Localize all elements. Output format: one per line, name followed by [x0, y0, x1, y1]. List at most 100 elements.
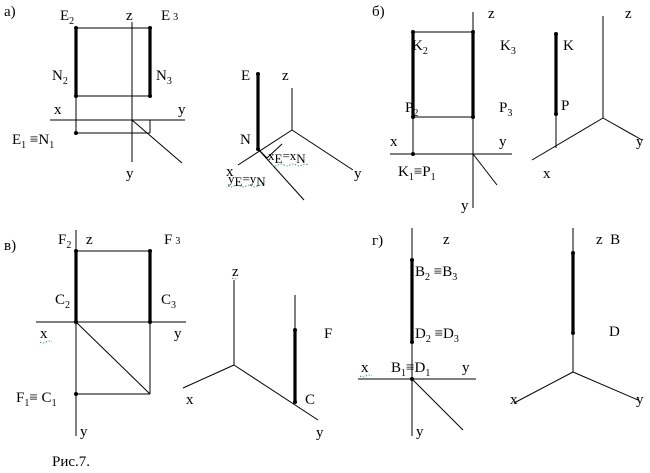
- label-x: x: [186, 392, 194, 408]
- label-F: F: [324, 326, 332, 342]
- spellcheck-underline: [271, 163, 309, 167]
- y-axis: [602, 117, 643, 141]
- panel-b: б) z K2 K3 P2 P3 x y K1≡P1 y: [372, 4, 644, 214]
- label-E2: E2: [60, 8, 74, 27]
- spellcheck-underline: [227, 184, 265, 188]
- label-xE-eq-xN: xE=xN: [268, 148, 306, 166]
- y-axis: [572, 371, 639, 401]
- panel-a-axonometric: E z N xE=xN x yE=yN y: [226, 68, 362, 201]
- point-B: [571, 251, 575, 255]
- panel-a-label: а): [4, 4, 16, 20]
- point-P3: [471, 115, 475, 119]
- panel-g-axonometric: z B D x y: [510, 228, 644, 408]
- label-z-B: z B: [596, 232, 620, 248]
- fold-line: [131, 119, 183, 164]
- label-F1C1: F1≡ C1: [16, 390, 57, 409]
- spellcheck-underline: [231, 277, 239, 280]
- label-y: y: [636, 134, 644, 150]
- label-z: z: [488, 6, 495, 22]
- label-x: x: [361, 360, 369, 376]
- label-y: y: [316, 425, 324, 441]
- point-E1N1: [74, 131, 78, 135]
- label-z: z: [443, 232, 450, 248]
- label-x: x: [510, 392, 518, 408]
- label-F2: F2: [58, 232, 71, 251]
- label-z: z: [86, 232, 93, 248]
- fold-line: [472, 153, 498, 186]
- point-N2: [74, 94, 78, 98]
- fold-line: [411, 378, 464, 431]
- point-K1P1: [411, 152, 415, 156]
- label-B2B3: B2 ≡B3: [415, 264, 457, 283]
- label-z: z: [232, 264, 239, 280]
- point-P2: [411, 115, 415, 119]
- label-x: x: [390, 134, 398, 150]
- point-E2: [74, 26, 78, 30]
- label-y: y: [354, 166, 362, 182]
- label-yE-eq-yN: yE=yN: [228, 171, 266, 189]
- panel-b-label: б): [372, 4, 385, 20]
- label-y-horizontal: y: [174, 326, 182, 342]
- point-P: [554, 112, 558, 116]
- panel-b-axonometric: z K P y x: [531, 6, 644, 182]
- point-E: [256, 72, 260, 76]
- point-C3: [148, 320, 152, 324]
- x-axis: [531, 117, 604, 161]
- panel-g-label: г): [372, 233, 383, 249]
- label-P2: P2: [405, 100, 418, 119]
- point-D: [571, 331, 575, 335]
- panel-v-label: в): [4, 238, 16, 254]
- label-K: K: [563, 38, 574, 54]
- point-F2: [74, 249, 78, 253]
- point-C2: [74, 320, 78, 324]
- panel-g-orthographic: z B2 ≡B3 D2 ≡D3 x B1≡D1 y y: [358, 228, 476, 440]
- point-N: [256, 147, 260, 151]
- y-axis: [233, 364, 319, 421]
- label-K3: K3: [500, 38, 516, 57]
- label-z: z: [126, 8, 133, 24]
- x-axis: [237, 129, 293, 166]
- panel-v-axonometric: z F x C y: [182, 264, 332, 441]
- panel-b-orthographic: z K2 K3 P2 P3 x y K1≡P1 y: [390, 6, 516, 214]
- label-D: D: [609, 324, 620, 340]
- fold-line: [75, 321, 151, 395]
- link-line: [266, 143, 283, 159]
- label-y-vertical: y: [461, 198, 469, 214]
- panel-g: г) z B2 ≡B3 D2 ≡D3 x B1≡D1 y y z B: [358, 228, 644, 440]
- point-B1D1: [410, 377, 414, 381]
- point-F3: [148, 249, 152, 253]
- point-E3: [148, 26, 152, 30]
- figure-caption: Рис.7.: [52, 454, 90, 470]
- label-x: x: [40, 326, 48, 342]
- spellcheck-underline: [39, 340, 53, 344]
- label-E: E: [241, 68, 250, 84]
- point-B2B3: [410, 258, 414, 262]
- label-C3: C3: [161, 292, 176, 311]
- spellcheck-underline: [359, 374, 373, 378]
- label-y-horizontal: y: [462, 360, 470, 376]
- label-P: P: [561, 98, 569, 114]
- label-x: x: [54, 102, 62, 118]
- label-y-horizontal: y: [499, 134, 507, 150]
- label-K2: K2: [412, 38, 428, 57]
- label-z: z: [282, 68, 289, 84]
- label-y-vertical: y: [126, 166, 134, 182]
- label-K1P1: K1≡P1: [398, 164, 436, 183]
- label-B1D1: B1≡D1: [391, 360, 430, 379]
- point-F1C1: [74, 392, 78, 396]
- label-N2: N2: [52, 68, 68, 87]
- link-line: [257, 148, 268, 159]
- label-x: x: [543, 166, 551, 182]
- y-axis: [291, 129, 354, 171]
- label-y-vertical: y: [416, 424, 424, 440]
- point-N3: [148, 94, 152, 98]
- x-axis: [182, 364, 235, 389]
- link-line: [257, 148, 305, 201]
- point-K2: [411, 30, 415, 34]
